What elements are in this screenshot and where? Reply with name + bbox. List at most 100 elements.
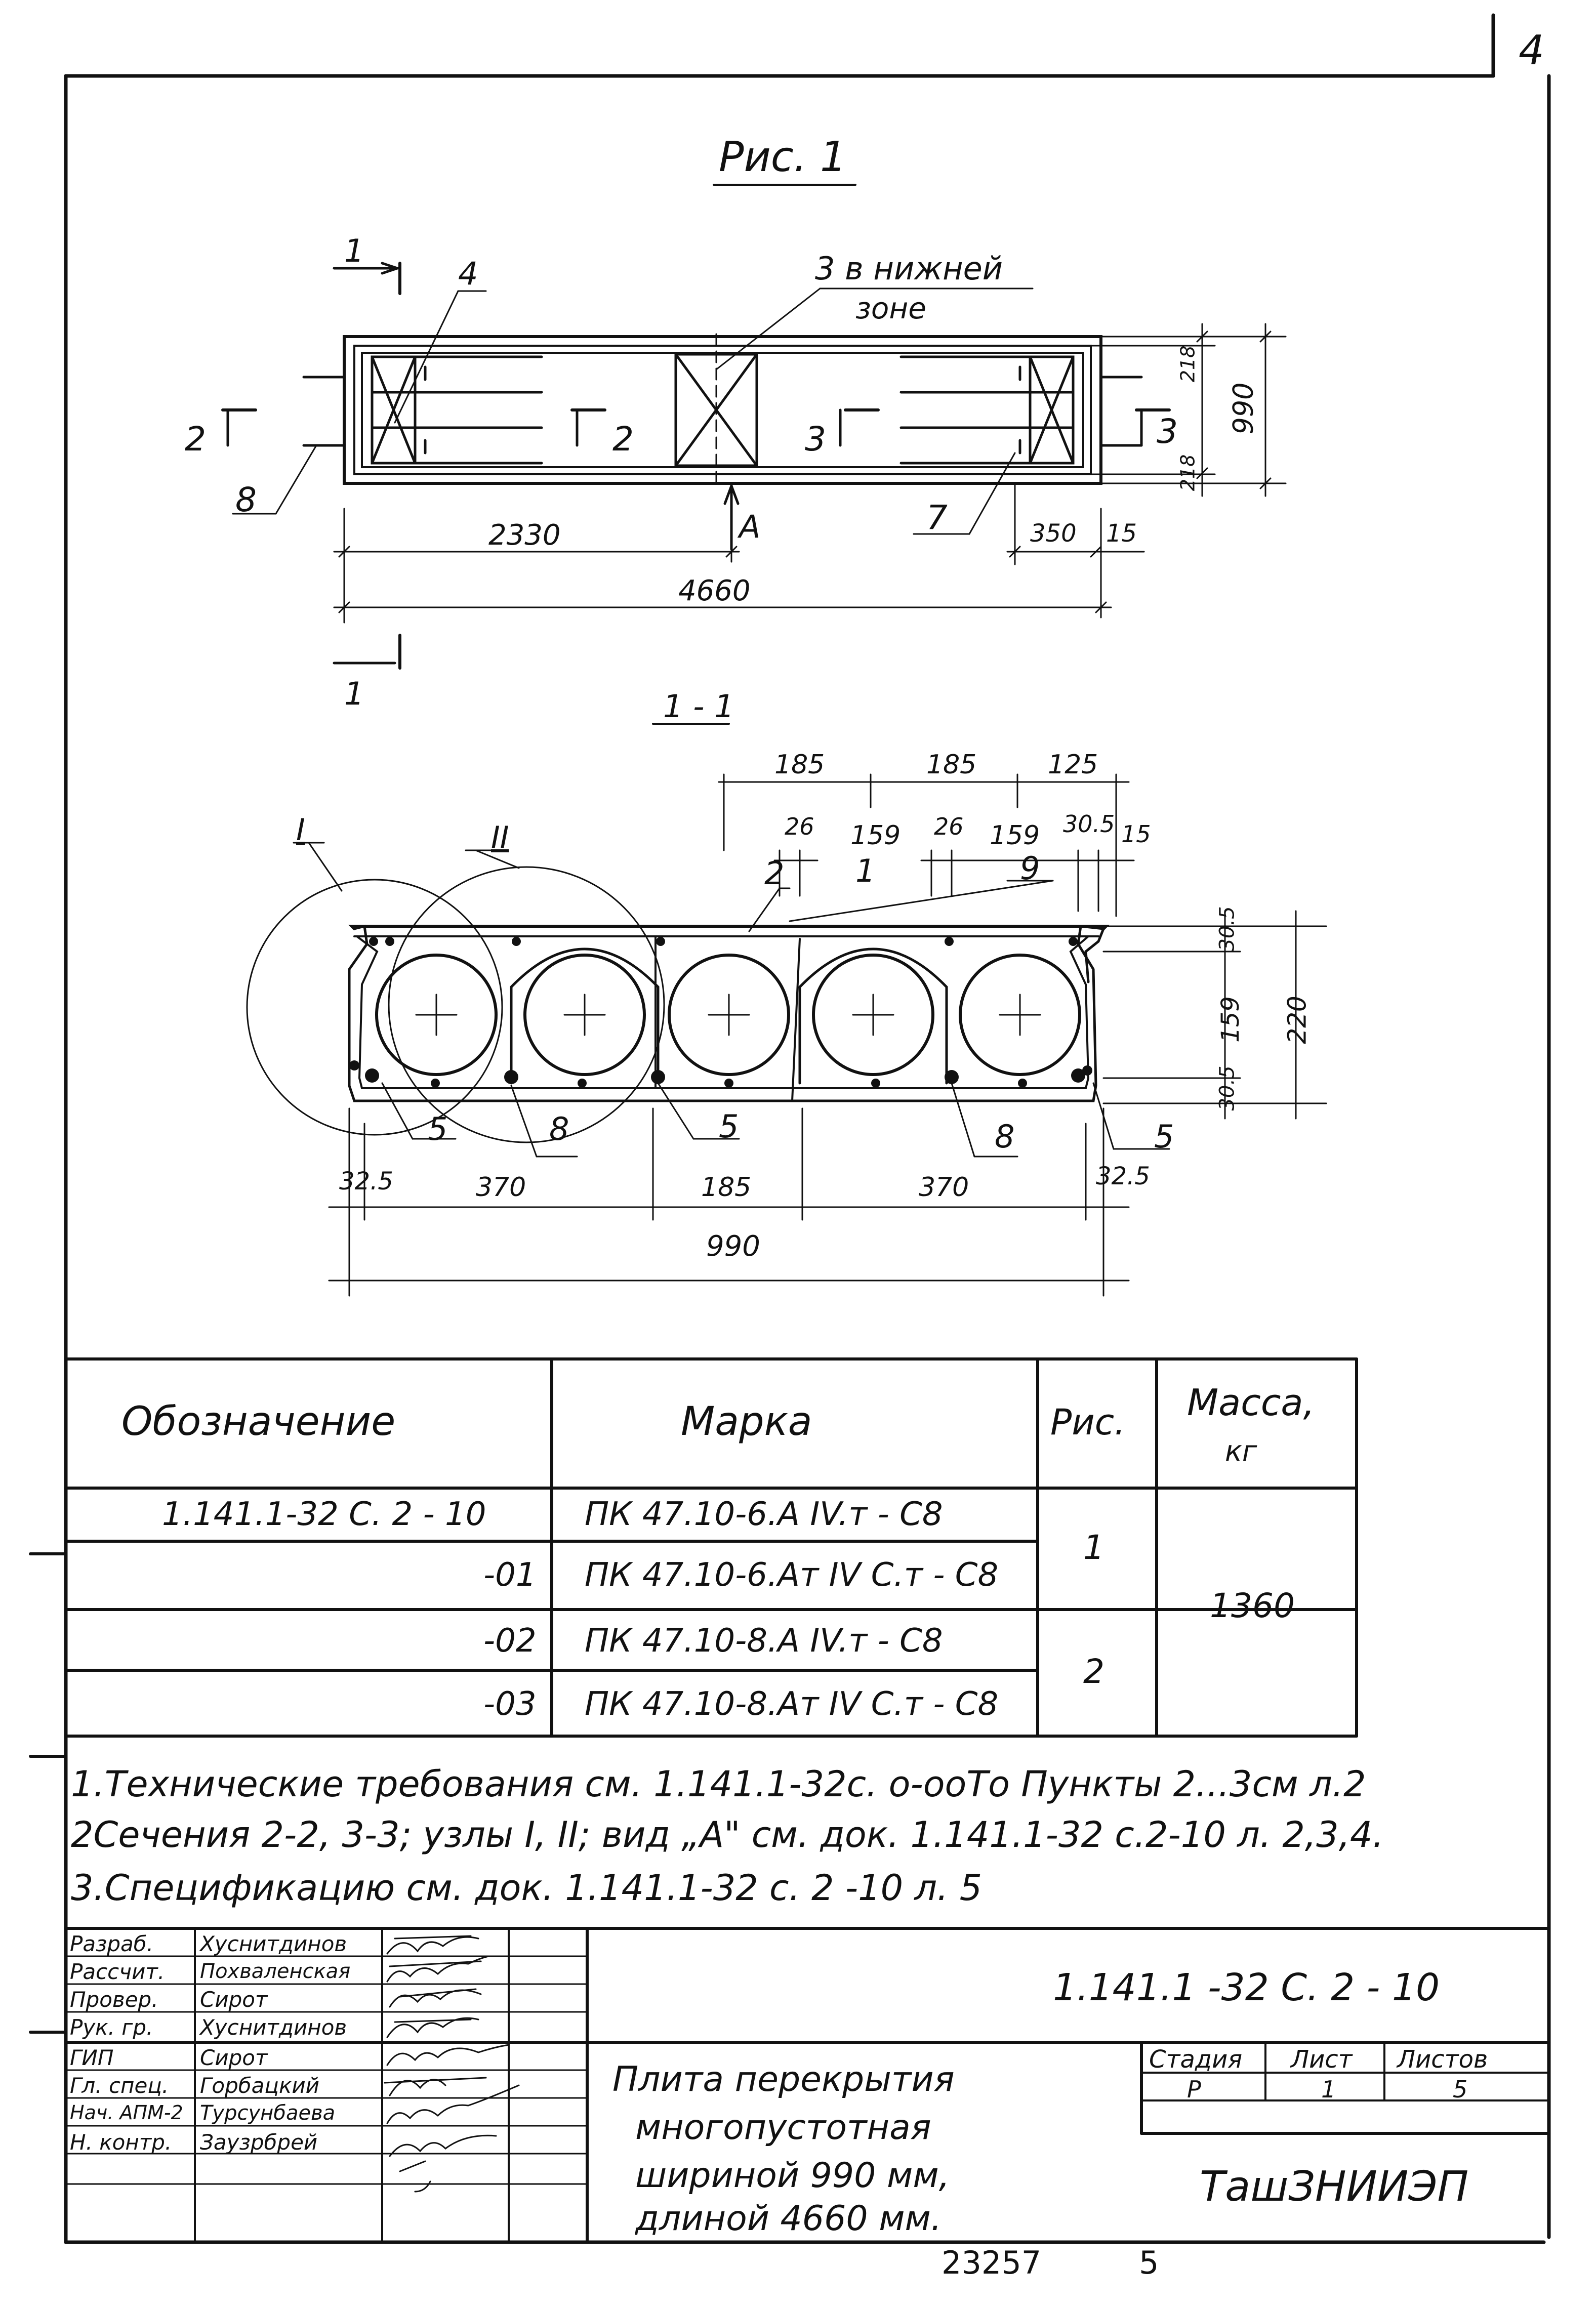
callout-3: 3 в нижней: [815, 250, 1003, 287]
stamp-name: Похваленская: [200, 1960, 351, 1983]
callout-8-right: 8: [995, 1118, 1015, 1155]
stamp-role: Рассчит.: [70, 1959, 165, 1984]
dim-370-left: 370: [476, 1172, 526, 1203]
dim-350: 350: [1030, 519, 1077, 548]
th-mass-unit: кг: [1225, 1435, 1257, 1468]
callout-1-section: 1: [855, 852, 876, 889]
section-mark-2-right: 2: [612, 420, 634, 459]
dim-218-top: 218: [1176, 345, 1199, 383]
footer-page: 5: [1139, 2244, 1159, 2281]
dim-159-a: 159: [850, 820, 901, 851]
stamp-role: Гл. спец.: [70, 2073, 169, 2098]
th-mass: Масса,: [1187, 1381, 1315, 1424]
stamp-name: Хуснитдинов: [200, 2015, 347, 2040]
sheet-corner-number: 4: [1519, 27, 1544, 74]
stamp-sheet-label: Лист: [1291, 2045, 1353, 2074]
stamp-stage: Р: [1187, 2076, 1201, 2103]
stamp-sheets: 5: [1453, 2076, 1468, 2103]
stamp-name: Заузрбрей: [200, 2130, 318, 2155]
fig-value: 1: [1083, 1528, 1104, 1567]
section-mark-1-top: 1: [344, 232, 364, 269]
stamp-role: Разраб.: [70, 1931, 154, 1956]
row-mark: ПК 47.10-8.А IV.т - С8: [585, 1622, 943, 1660]
sheet-frame: [64, 13, 1551, 2244]
callout-5-left: 5: [428, 1110, 448, 1147]
stamp-title-line: многопустотная: [635, 2108, 931, 2148]
row-designation: -01: [483, 1556, 537, 1594]
stamp-title-line: Плита перекрытия: [612, 2059, 955, 2099]
dim-32-5-right: 32.5: [1096, 1162, 1150, 1190]
callout-3-zone: зоне: [855, 291, 926, 325]
dim-990-total: 990: [706, 1230, 760, 1263]
node-I-label: I: [296, 812, 305, 848]
stamp-role: Нач. АПМ-2: [70, 2101, 183, 2124]
dim-220: 220: [1282, 996, 1312, 1044]
node-II-label: II: [491, 820, 509, 855]
dim-30-5: 30.5: [1063, 810, 1115, 838]
plan-view: [221, 262, 1287, 670]
dim-185-bottom: 185: [701, 1172, 752, 1203]
dim-15: 15: [1106, 519, 1137, 548]
callout-8: 8: [235, 480, 257, 519]
dim-159-right: 159: [1216, 996, 1245, 1043]
stamp-role: Н. контр.: [70, 2130, 172, 2155]
callout-2-section: 2: [764, 855, 785, 892]
section-mark-3-right: 3: [1157, 412, 1178, 451]
mass-value: 1360: [1210, 1586, 1295, 1625]
section-mark-2-left: 2: [185, 420, 206, 459]
stamp-role: ГИП: [70, 2045, 114, 2070]
callout-9-section: 9: [1020, 850, 1040, 887]
stamp-name: Сирот: [200, 1987, 268, 2012]
dim-159-b: 159: [990, 820, 1040, 851]
stamp-stage-label: Стадия: [1149, 2045, 1243, 2074]
stamp-title-line: шириной 990 мм,: [635, 2156, 950, 2196]
row-mark: ПК 47.10-6.А IV.т - С8: [585, 1496, 943, 1533]
cross-section: [246, 723, 1327, 1297]
section-mark-1-bottom: 1: [344, 675, 364, 712]
footer-number: 23257: [942, 2244, 1042, 2281]
stamp-org: ТашЗНИИЭП: [1200, 2163, 1469, 2211]
section-mark-3-left: 3: [805, 420, 826, 459]
dim-370-right: 370: [919, 1172, 969, 1203]
stamp-role: Рук. гр.: [70, 2015, 153, 2040]
callout-5-right: 5: [1154, 1118, 1174, 1155]
callout-5-center: 5: [719, 1108, 739, 1145]
stamp-name: Сирот: [200, 2045, 268, 2070]
note-2: 2Сечения 2-2, 3-3; узлы I, II; вид „А" с…: [71, 1814, 1384, 1856]
fig-value: 2: [1083, 1652, 1104, 1691]
signatures: [384, 1935, 520, 2193]
dim-32-5-left: 32.5: [339, 1167, 393, 1196]
stamp-sheet: 1: [1321, 2076, 1336, 2103]
callout-7: 7: [926, 498, 948, 537]
dim-26-b: 26: [934, 813, 964, 840]
view-a-label: А: [739, 508, 761, 545]
stamp-sheets-label: Листов: [1397, 2045, 1488, 2074]
dim-26-a: 26: [785, 813, 814, 840]
note-3: 3.Спецификацию см. док. 1.141.1-32 с. 2 …: [71, 1867, 983, 1909]
spec-table-lines: [29, 1357, 1358, 2034]
callout-8-left: 8: [549, 1110, 569, 1147]
dim-185-b: 185: [926, 750, 977, 780]
dim-4660: 4660: [678, 574, 751, 607]
dim-2330: 2330: [488, 519, 561, 552]
row-mark: ПК 47.10-6.Ат IV С.т - С8: [585, 1556, 999, 1594]
dim-30-5-right-bottom: 30.5: [1215, 1065, 1239, 1111]
dim-218-bottom: 218: [1176, 454, 1199, 491]
row-designation: -03: [483, 1685, 537, 1723]
row-designation: -02: [483, 1622, 537, 1660]
row-mark: ПК 47.10-8.Ат IV С.т - С8: [585, 1685, 999, 1723]
dim-185-a: 185: [774, 750, 825, 780]
dim-15-section: 15: [1121, 820, 1151, 848]
stamp-name: Горбацкий: [200, 2073, 319, 2098]
stamp-title-line: длиной 4660 мм.: [635, 2199, 942, 2239]
figure-title: Рис. 1: [719, 133, 847, 181]
dim-30-5-right-top: 30.5: [1215, 906, 1239, 952]
title-block-lines: [64, 1927, 1550, 2244]
stamp-name: Турсунбаева: [200, 2101, 336, 2125]
row-designation: 1.141.1-32 С. 2 - 10: [162, 1496, 486, 1533]
dim-125: 125: [1048, 750, 1098, 780]
th-designation: Обозначение: [121, 1399, 396, 1445]
th-fig: Рис.: [1050, 1402, 1126, 1443]
rebar-dots: [349, 937, 1092, 1088]
